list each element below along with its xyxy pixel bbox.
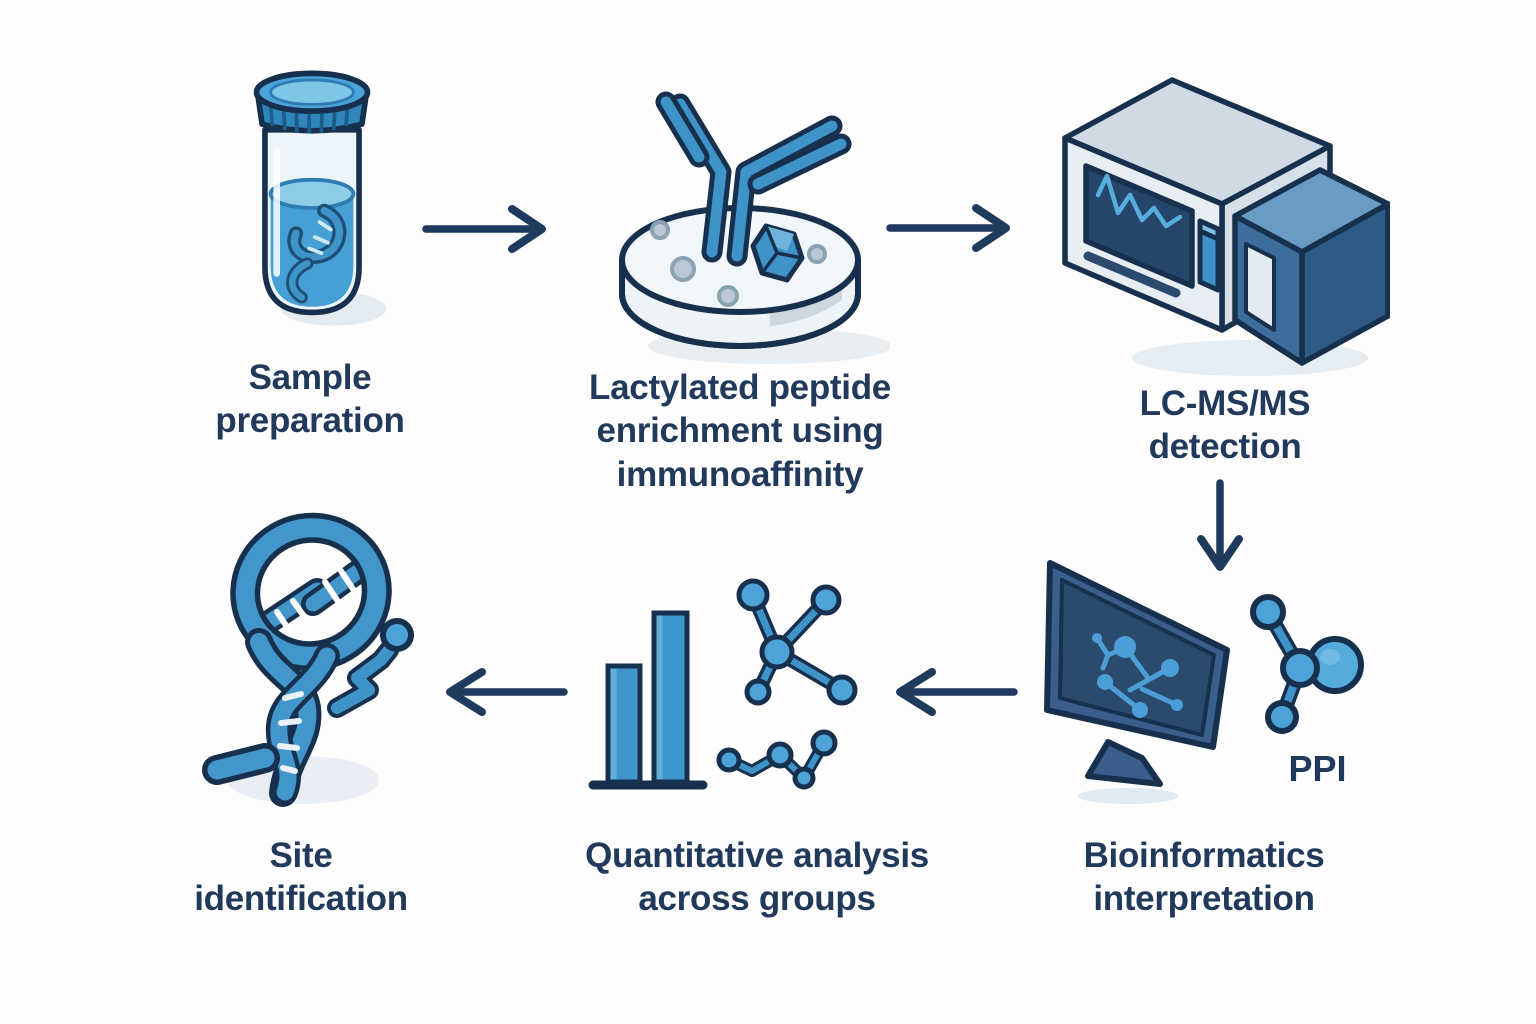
step-label: Bioinformatics interpretation bbox=[1083, 836, 1325, 919]
peptide-fragment-icon bbox=[750, 223, 805, 283]
step-label: Site identification bbox=[194, 836, 408, 919]
arrow-quantitative-to-site-icon bbox=[446, 668, 568, 716]
step-label: Lactylated peptide enrichment using immu… bbox=[589, 368, 891, 494]
antibody-icon bbox=[655, 91, 852, 267]
arrow-lcmsms-to-bioinformatics-icon bbox=[1197, 479, 1243, 571]
ppi-molecule-icon bbox=[1250, 594, 1364, 734]
ppi-annotation: PPI bbox=[1288, 748, 1347, 789]
sample-tube-icon bbox=[253, 70, 387, 326]
monitor-stand bbox=[1085, 739, 1163, 787]
step-peptide-enrichment: Lactylated peptide enrichment using immu… bbox=[545, 70, 935, 530]
step-bioinformatics-interpretation: PPI Bioinformatics interpretation bbox=[1018, 545, 1390, 930]
step-sample-preparation: Sample preparation bbox=[150, 55, 470, 455]
spectrum-trace-icon bbox=[1095, 173, 1183, 229]
network-graph-icon bbox=[746, 588, 849, 699]
dna-helix-icon bbox=[202, 512, 392, 807]
step-site-identification: Site identification bbox=[138, 505, 462, 925]
handle bbox=[1197, 218, 1221, 293]
site-marker-icon bbox=[327, 618, 414, 718]
dna-site-marker-icon bbox=[202, 512, 414, 807]
step-quantitative-analysis: Quantitative analysis across groups bbox=[530, 560, 982, 930]
mass-spectrometer-icon bbox=[1062, 77, 1390, 376]
arrow-enrichment-to-lcmsms-icon bbox=[886, 204, 1010, 252]
bar-chart-network-icon bbox=[588, 578, 858, 790]
detector-module bbox=[1232, 167, 1390, 366]
petri-dish-antibody-icon bbox=[619, 91, 890, 364]
step-lcmsms-detection: LC-MS/MS detection bbox=[1045, 55, 1405, 475]
petri-dish-icon bbox=[619, 205, 861, 349]
dna-in-tube-icon bbox=[286, 203, 347, 304]
arrow-bioinformatics-to-quantitative-icon bbox=[896, 668, 1018, 716]
step-label: LC-MS/MS detection bbox=[1139, 384, 1311, 467]
step-label: Sample preparation bbox=[215, 358, 405, 441]
step-label: Quantitative analysis across groups bbox=[585, 836, 929, 919]
bar-chart-icon bbox=[588, 610, 708, 790]
arrow-sample-to-enrichment-icon bbox=[422, 205, 546, 253]
monitor-network-icon bbox=[1044, 560, 1230, 804]
